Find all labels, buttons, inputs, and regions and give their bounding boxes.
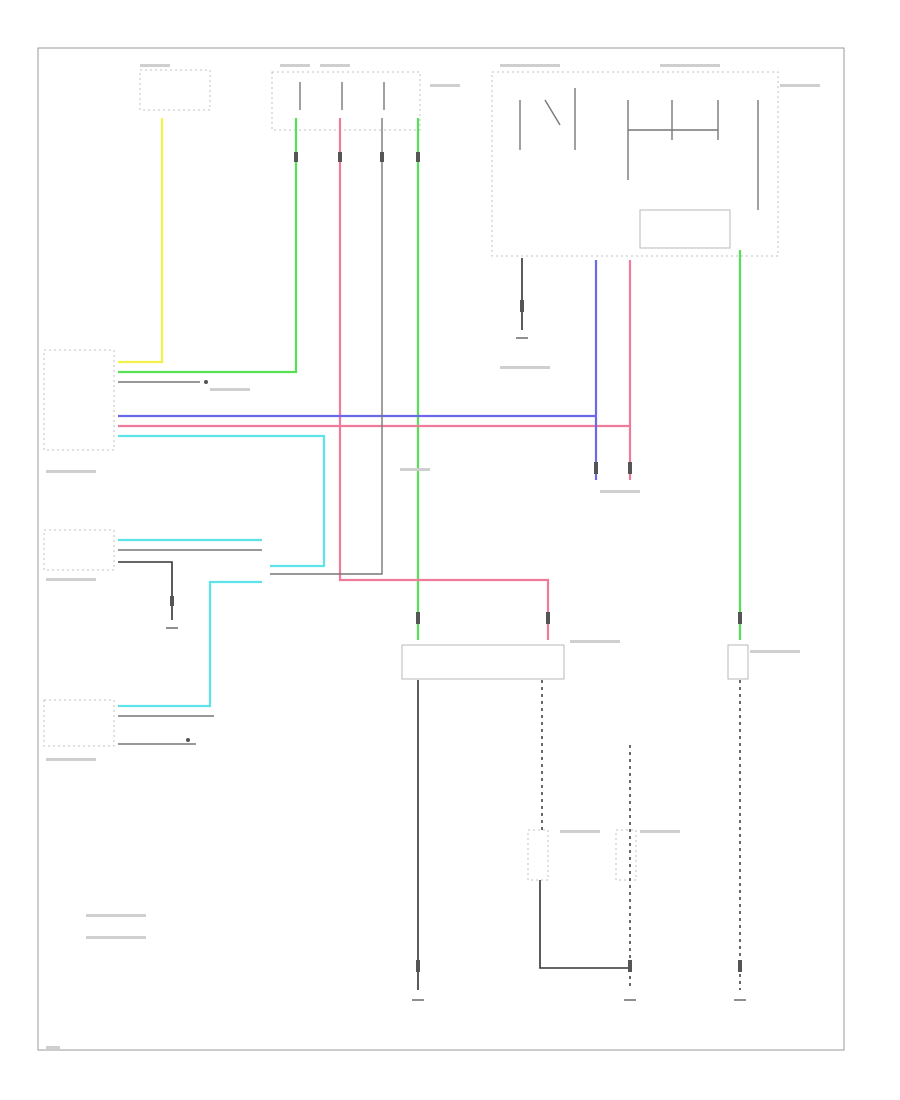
left-module-middle <box>43 529 115 571</box>
top-fuse-block-left-small <box>139 69 211 111</box>
lower-component-left <box>527 829 549 881</box>
ground-symbol <box>166 337 746 1001</box>
wire-green-left <box>118 118 298 374</box>
left-module-upper <box>43 349 115 451</box>
wire-black-mid-gnd <box>118 561 173 620</box>
wire-cyan-lower <box>118 580 262 708</box>
annotation-marks <box>46 64 820 1049</box>
wire-black-loop <box>539 880 630 969</box>
top-relay-block-right <box>491 71 779 257</box>
lower-component-right <box>615 829 637 881</box>
diagram-frame <box>37 47 845 1051</box>
left-module-lower <box>43 699 115 747</box>
wire-gray-white <box>270 118 383 575</box>
wire-yellow <box>118 118 164 364</box>
wire-pink-main <box>338 118 550 640</box>
connector-pins <box>170 152 742 972</box>
center-relay-box <box>401 644 565 680</box>
right-relay-box <box>727 644 749 680</box>
wire-cyan-upper <box>118 434 326 568</box>
top-fuse-block-left <box>271 71 421 131</box>
